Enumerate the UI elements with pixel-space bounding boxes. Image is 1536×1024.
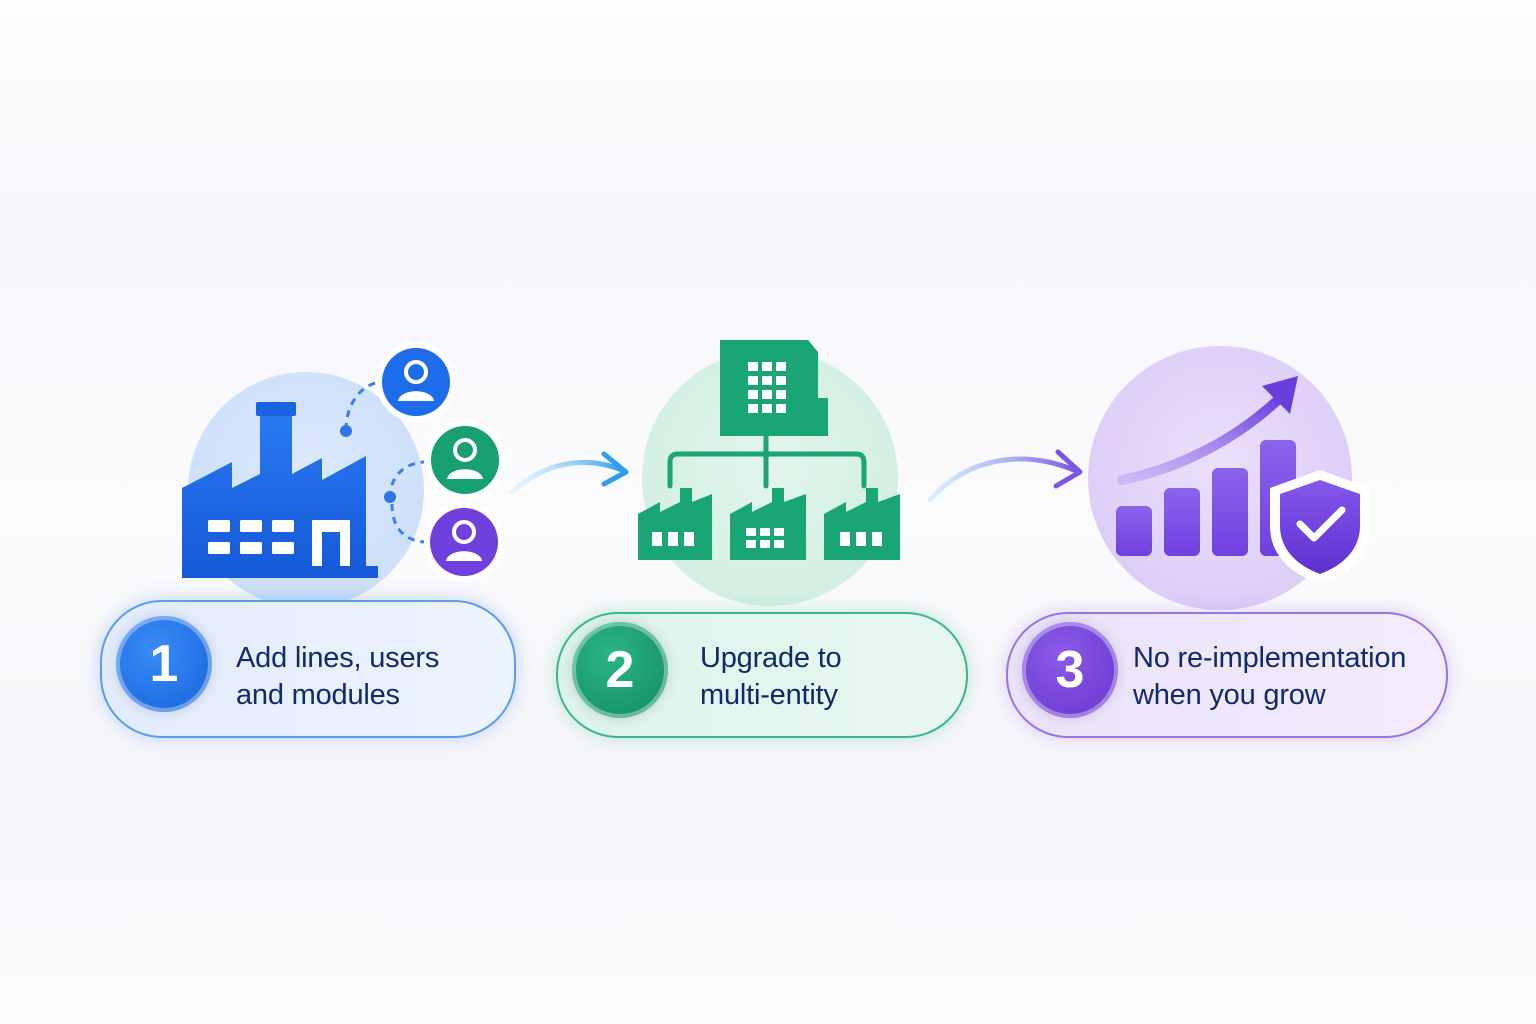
step-2-label-line-2: multi-entity [700, 679, 838, 711]
step-1-label: Add lines, users and modules [236, 640, 439, 714]
connector-arrow-1 [509, 451, 629, 495]
step-1-number-badge: 1 [116, 616, 212, 712]
step-2-number-badge: 2 [572, 622, 668, 718]
shield-check-icon [1270, 470, 1370, 584]
trend-arrow-icon [1117, 376, 1298, 485]
step-2-illustration [638, 340, 900, 606]
step-1-label-line-2: and modules [236, 679, 400, 711]
connector-arrow-2 [927, 449, 1083, 503]
step-1-illustration [182, 342, 505, 608]
user-icon-blue [376, 342, 456, 422]
step-3-number-badge: 3 [1022, 622, 1118, 718]
user-icon-purple [424, 502, 504, 582]
step-3-illustration [1088, 346, 1370, 610]
factory-small-icon [824, 488, 900, 560]
user-icon-green [425, 420, 505, 500]
factory-small-icon [730, 488, 806, 560]
step-3-label-line-2: when you grow [1133, 679, 1326, 711]
step-3-label: No re-implementation when you grow [1133, 640, 1406, 714]
factory-small-icon [638, 488, 712, 560]
step-1-label-line-1: Add lines, users [236, 642, 440, 674]
factory-icon [182, 402, 378, 578]
step-2-label: Upgrade to multi-entity [700, 640, 842, 714]
step-3-label-line-1: No re-implementation [1133, 642, 1407, 674]
building-icon [720, 340, 828, 436]
step-2-label-line-1: Upgrade to [700, 642, 842, 674]
